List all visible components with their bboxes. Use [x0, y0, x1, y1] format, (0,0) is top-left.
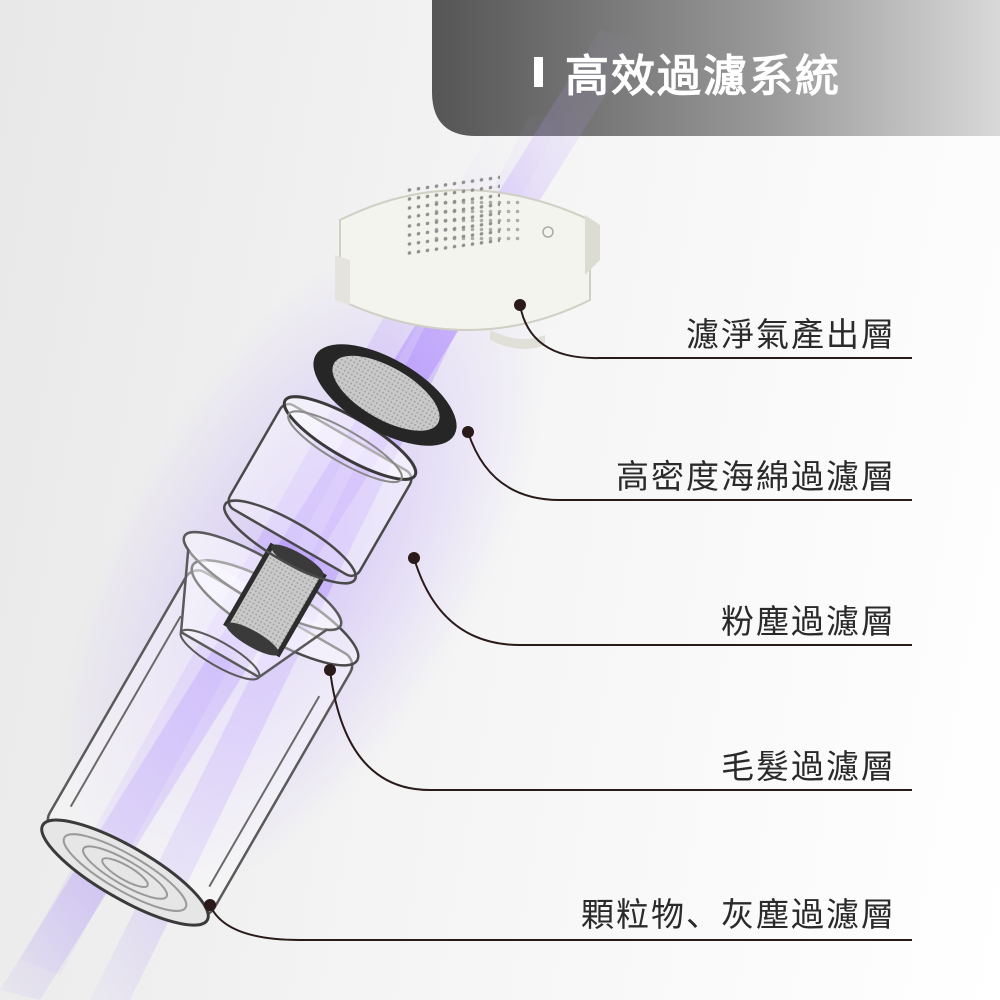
leader-dot-3 — [408, 552, 420, 564]
cyclone-housing-part — [223, 395, 418, 585]
leader-dot-4 — [324, 664, 336, 676]
leader-lines — [209, 304, 912, 941]
title-bar-mark — [534, 57, 543, 87]
dust-filter-part — [223, 542, 327, 658]
leader-dot-5 — [204, 899, 216, 911]
leader-line-2 — [467, 431, 912, 501]
leader-line-5 — [209, 904, 912, 941]
page-title: 高效過濾系統 — [534, 42, 841, 102]
leader-line-1 — [519, 304, 912, 360]
layer-label-dust: 粉塵過濾層 — [721, 602, 896, 641]
leader-line-3 — [413, 557, 912, 646]
layer-label-sponge: 高密度海綿過濾層 — [616, 457, 896, 496]
layer-label-hair: 毛髮過濾層 — [721, 747, 896, 786]
leader-line-4 — [329, 669, 912, 791]
leader-dots — [204, 299, 526, 911]
layer-label-outlet: 濾淨氣產出層 — [686, 315, 896, 354]
leader-dot-2 — [462, 426, 474, 438]
sponge-filter-part — [313, 344, 457, 446]
leader-dot-1 — [514, 299, 526, 311]
outlet-cap-part — [335, 174, 600, 349]
page-title-text: 高效過濾系統 — [565, 51, 841, 102]
layer-label-particle: 顆粒物、灰塵過濾層 — [581, 895, 896, 934]
